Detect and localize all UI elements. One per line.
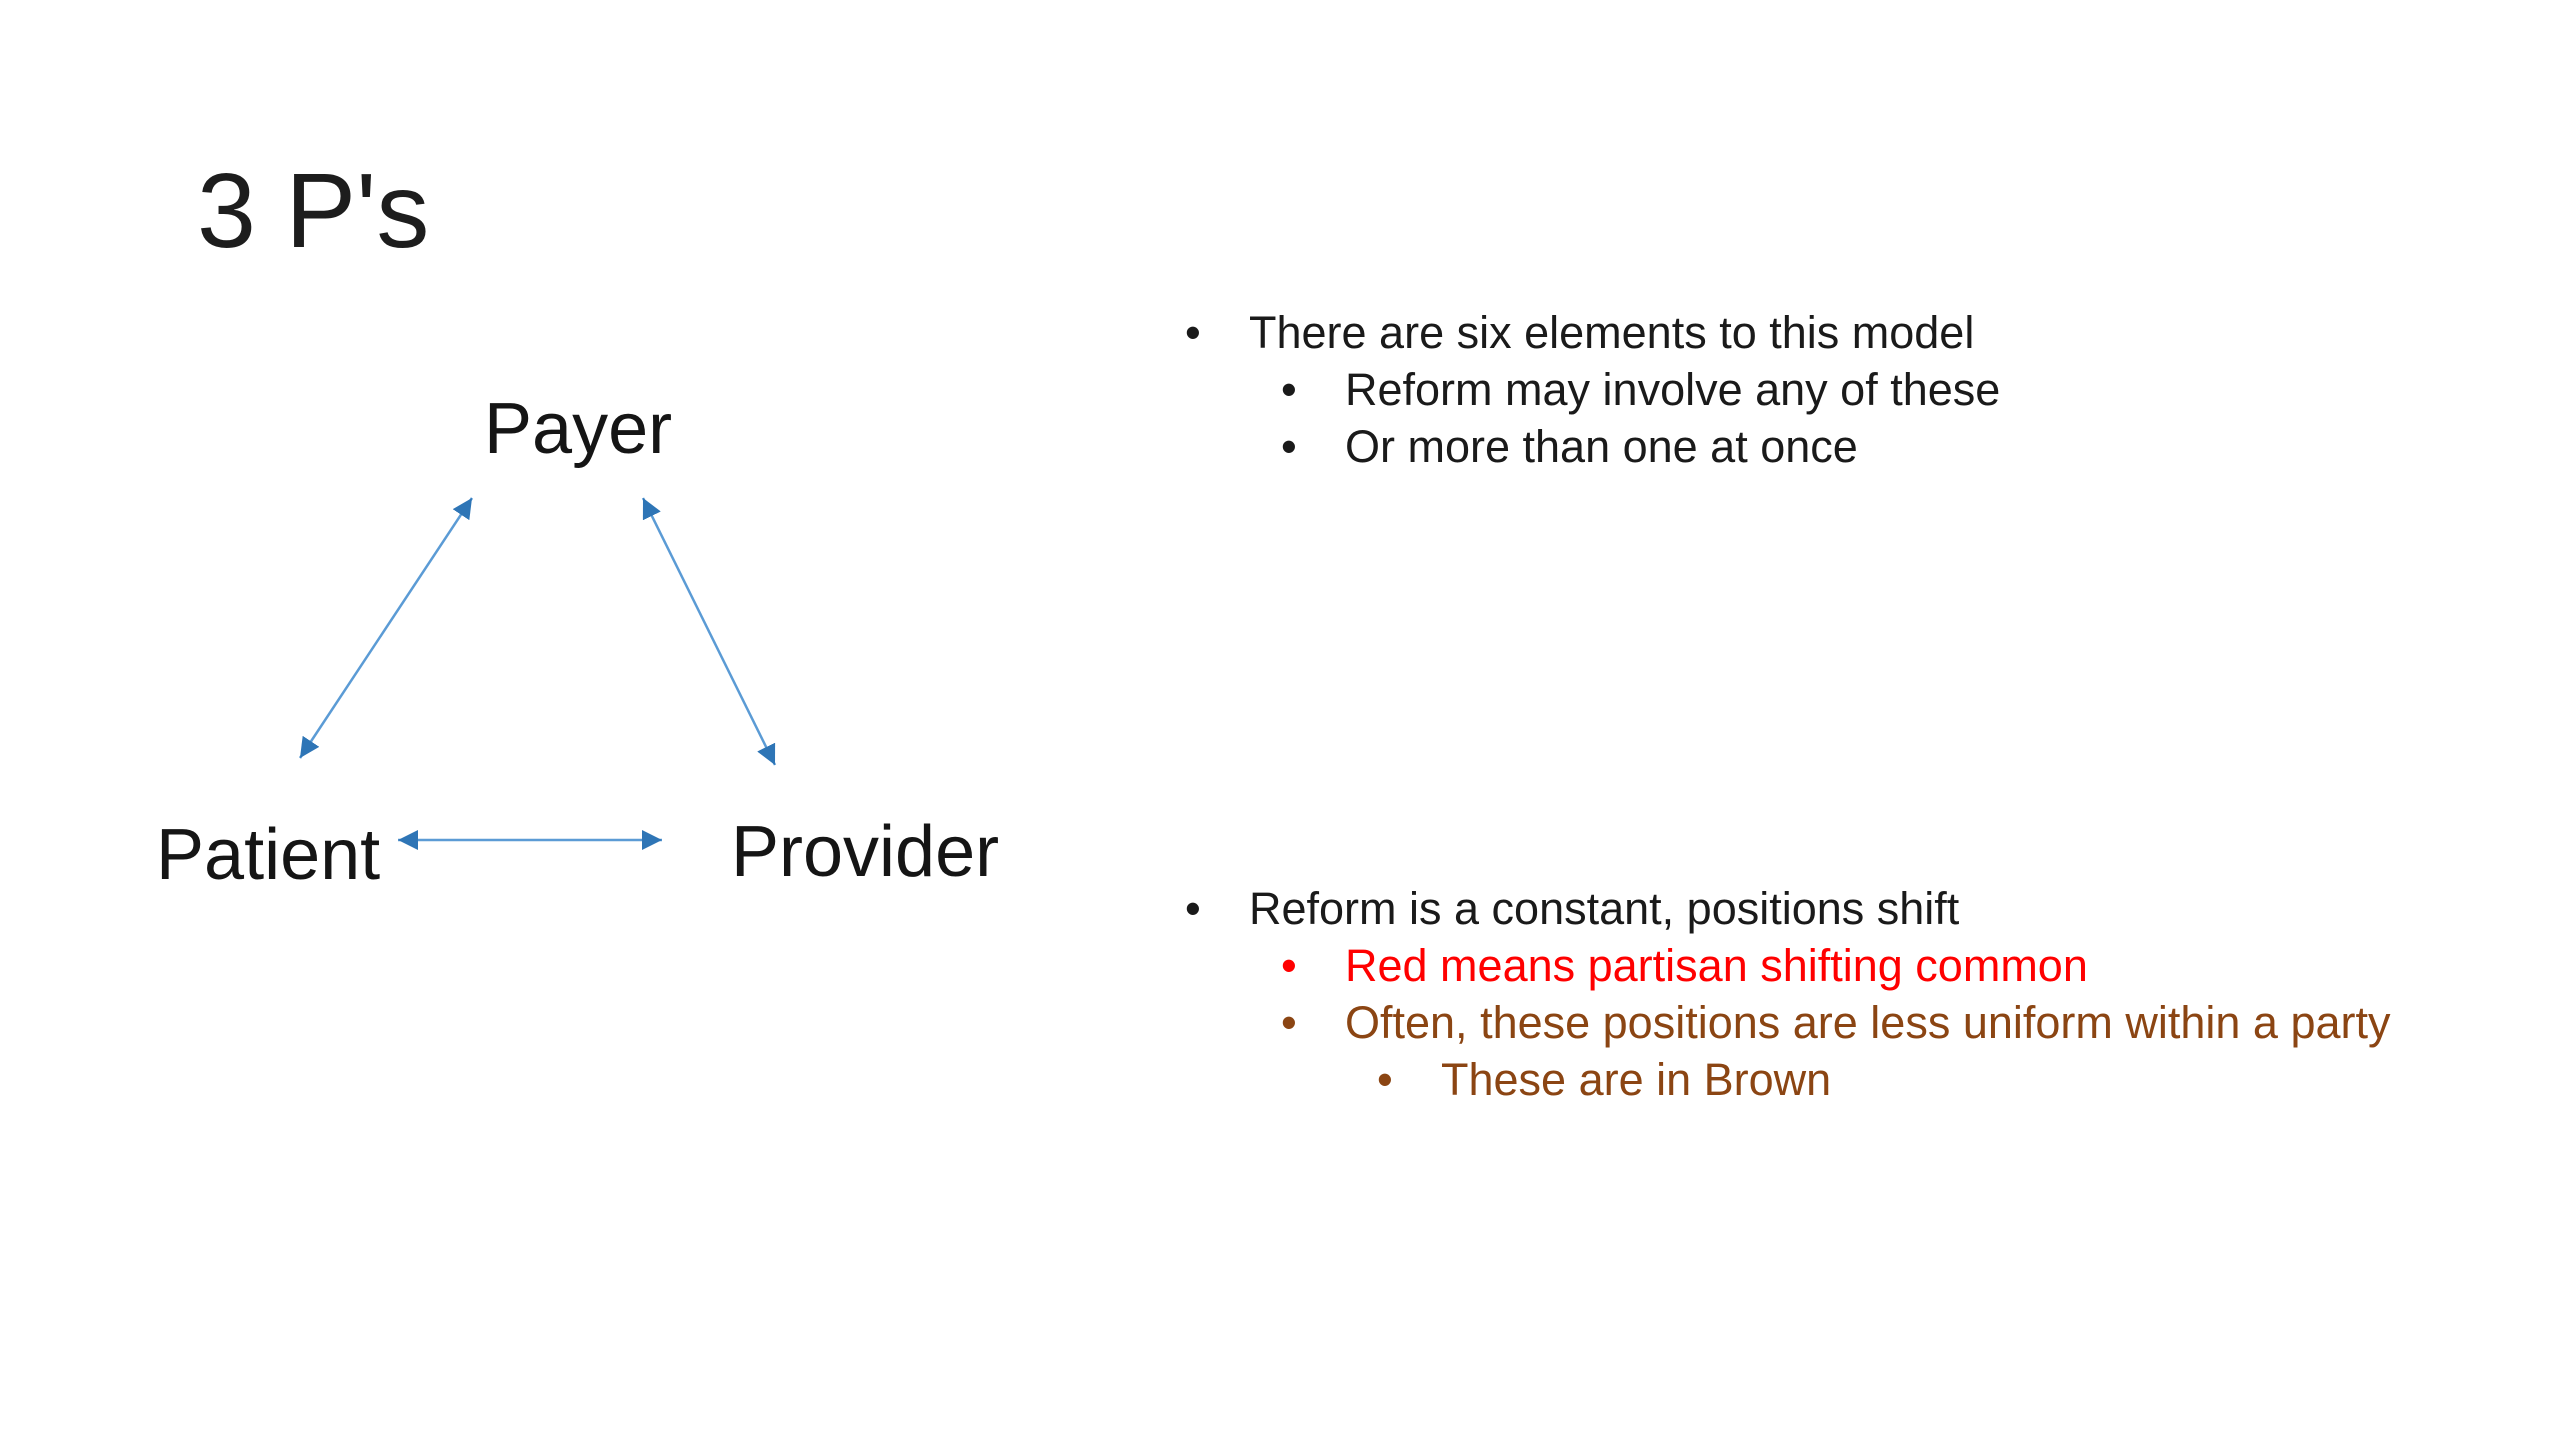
page-title: 3 P's (197, 152, 430, 270)
bullet-item: • Reform is a constant, positions shift (1185, 880, 1959, 937)
node-label-provider: Provider (731, 812, 1000, 892)
triangle-diagram (298, 497, 777, 850)
bullet-item: • There are six elements to this model (1185, 304, 1974, 361)
bullet-marker: • (1281, 364, 1297, 415)
bullet-text: These are in Brown (1441, 1054, 1832, 1105)
bullet-item: • Often, these positions are less uniform… (1281, 994, 2391, 1051)
bullet-marker: • (1281, 421, 1297, 472)
bullet-text: Reform may involve any of these (1345, 364, 2001, 415)
bullet-text: There are six elements to this model (1249, 307, 1975, 358)
bullet-marker: • (1185, 307, 1201, 358)
bullet-item: • These are in Brown (1377, 1051, 1831, 1108)
node-label-payer: Payer (484, 389, 673, 469)
bullet-marker: • (1377, 1054, 1393, 1105)
bullet-marker: • (1185, 883, 1201, 934)
bullet-marker: • (1281, 940, 1297, 991)
arrow-payer-provider (641, 497, 777, 766)
node-label-patient: Patient (156, 815, 381, 895)
bullet-text: Or more than one at once (1345, 421, 1858, 472)
arrow-patient-payer (298, 497, 474, 759)
bullet-item: • Reform may involve any of these (1281, 361, 2000, 418)
bullet-text: Reform is a constant, positions shift (1249, 883, 1960, 934)
bullet-item: • Or more than one at once (1281, 418, 1858, 475)
bullet-text: Often, these positions are less uniform … (1345, 997, 2391, 1048)
bullet-text: Red means partisan shifting common (1345, 940, 2088, 991)
bullet-item: • Red means partisan shifting common (1281, 937, 2088, 994)
bullet-marker: • (1281, 997, 1297, 1048)
